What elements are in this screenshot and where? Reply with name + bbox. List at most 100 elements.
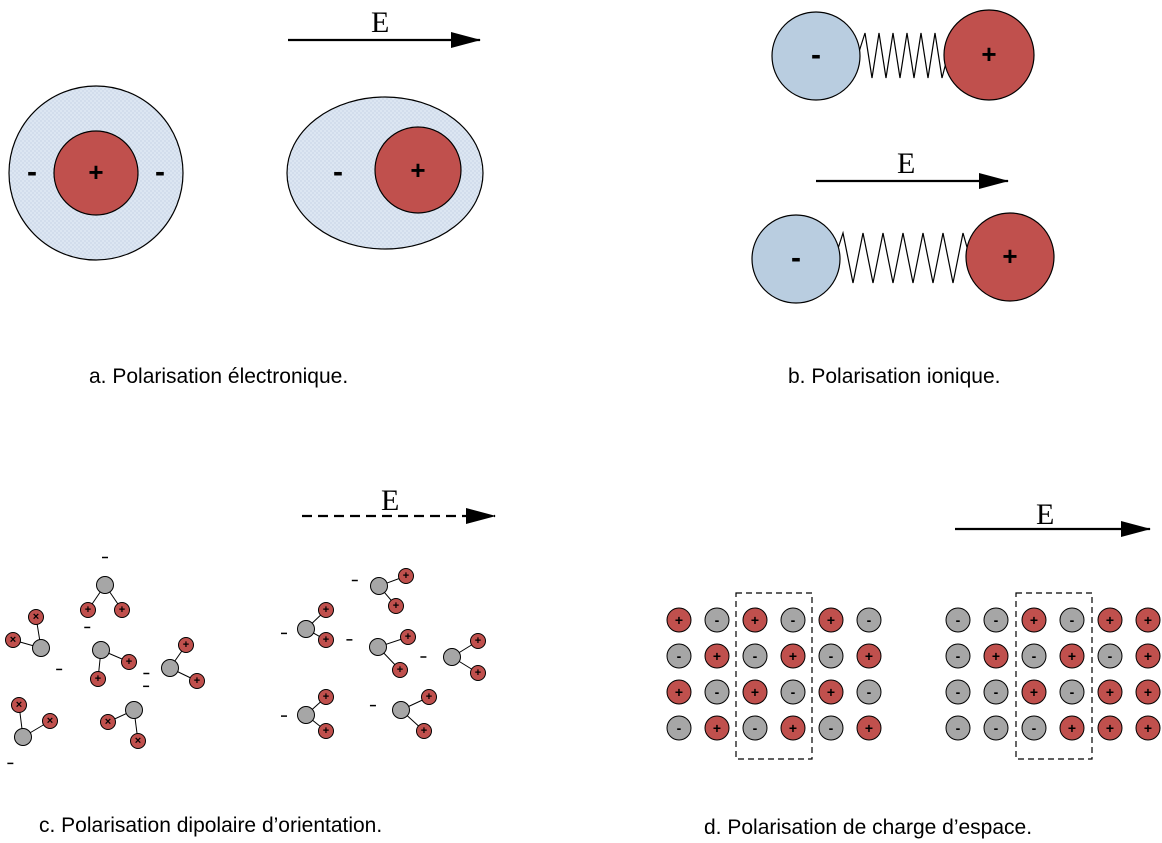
charge-sign: + <box>827 684 835 700</box>
atom-sign: + <box>119 604 125 616</box>
atom-sign: + <box>323 634 329 646</box>
atom-sign: + <box>403 570 409 582</box>
charge-sign: - <box>1032 720 1037 736</box>
charge-sign: + <box>992 648 1000 664</box>
positive-sign: + <box>981 39 996 69</box>
atom-sign: + <box>475 667 481 679</box>
dipole-molecule: ++ <box>80 556 130 618</box>
charge-sign: - <box>1108 648 1113 664</box>
atom-sign: + <box>194 675 200 687</box>
dipoles-random: ××++++++×××× <box>5 556 205 765</box>
charge-sign: - <box>994 612 999 628</box>
positive-charge: + <box>818 607 844 633</box>
atom-sign: + <box>323 725 329 737</box>
positive-atom <box>42 713 58 729</box>
atom-sign: + <box>183 639 189 651</box>
charge-sign: + <box>1144 612 1152 628</box>
positive-atom <box>11 697 27 713</box>
charge-sign: - <box>829 720 834 736</box>
positive-atom <box>121 654 137 670</box>
dipole-molecule: ++ <box>281 689 334 739</box>
negative-charge: - <box>945 607 971 633</box>
negative-atom <box>32 639 50 657</box>
atom-unpolarized: + - - <box>8 85 184 261</box>
negative-charge: - <box>945 715 971 741</box>
atom-sign: × <box>47 715 53 727</box>
charge-sign: + <box>1068 648 1076 664</box>
positive-atom <box>400 629 416 645</box>
atom-sign: + <box>426 691 432 703</box>
dipole-molecule: ×× <box>7 697 58 765</box>
positive-atom <box>470 633 486 649</box>
negative-charge: - <box>818 715 844 741</box>
negative-atom <box>125 701 143 719</box>
negative-charge: - <box>945 643 971 669</box>
positive-ion <box>965 212 1055 302</box>
negative-charge: - <box>780 679 806 705</box>
positive-charge: + <box>856 715 882 741</box>
positive-charge: + <box>1097 607 1123 633</box>
atom-sign: + <box>95 673 101 685</box>
negative-charge: - <box>1097 643 1123 669</box>
positive-atom <box>178 637 194 653</box>
dipole-molecule: ++ <box>346 629 416 678</box>
field-arrow-c: E <box>302 484 496 524</box>
atom-sign: + <box>323 604 329 616</box>
nucleus-sign: + <box>88 157 103 187</box>
negative-atom <box>369 638 387 656</box>
field-label-a: E <box>371 6 389 39</box>
spring <box>834 230 971 284</box>
positive-atom <box>130 733 146 749</box>
field-label-d: E <box>1036 498 1054 531</box>
positive-charge: + <box>1135 607 1161 633</box>
negative-charge: - <box>983 679 1009 705</box>
charge-sign: + <box>1106 720 1114 736</box>
charge-sign: + <box>1030 684 1038 700</box>
charge-sign: + <box>1030 612 1038 628</box>
cloud-sign: - <box>333 156 343 189</box>
negative-charge: - <box>780 607 806 633</box>
charge-sign: - <box>753 720 758 736</box>
positive-charge: + <box>1059 643 1085 669</box>
dipole-molecule: ×× <box>100 685 150 749</box>
positive-sign: + <box>1002 241 1017 271</box>
charge-sign: - <box>867 684 872 700</box>
negative-charge: - <box>666 715 692 741</box>
ion-pair-unpolarized: - + <box>771 9 1035 101</box>
charge-sign: - <box>1070 684 1075 700</box>
spring <box>857 32 949 79</box>
negative-atom <box>96 576 114 594</box>
positive-atom <box>80 602 96 618</box>
charge-sign: - <box>753 648 758 664</box>
negative-charge: - <box>1059 679 1085 705</box>
charge-sign: - <box>867 612 872 628</box>
negative-charge: - <box>1021 715 1047 741</box>
positive-atom <box>416 723 432 739</box>
dipole-molecule: ++ <box>369 689 437 739</box>
field-label-c: E <box>381 484 399 517</box>
charge-sign: + <box>865 648 873 664</box>
positive-charge: + <box>704 715 730 741</box>
negative-atom <box>297 620 315 638</box>
panel-a: + - - E + - a. Polarisation électronique… <box>8 6 484 388</box>
atom-sign: + <box>393 600 399 612</box>
atom-sign: × <box>105 716 111 728</box>
positive-atom <box>114 602 130 618</box>
caption-d: d. Polarisation de charge d’espace. <box>704 816 1032 839</box>
negative-atom <box>14 728 32 746</box>
charge-sign: + <box>789 720 797 736</box>
positive-charge: + <box>818 679 844 705</box>
charge-sign: + <box>675 684 683 700</box>
negative-charge: - <box>818 643 844 669</box>
positive-charge: + <box>1059 715 1085 741</box>
field-arrow-a: E <box>288 6 481 48</box>
positive-charge: + <box>983 643 1009 669</box>
atom-sign: + <box>323 691 329 703</box>
charge-sign: + <box>751 612 759 628</box>
charge-grid-before: +-+-+--+-+-++-+-+--+-+-+ <box>666 607 882 741</box>
atom-polarized: + - <box>286 96 484 250</box>
positive-charge: + <box>1135 679 1161 705</box>
field-arrow-b: E <box>816 147 1009 189</box>
panel-d: E +-+-+--+-+-++-+-+--+-+-+ --+-++-+-+-+-… <box>666 498 1161 839</box>
dashed-region-before <box>735 592 813 760</box>
